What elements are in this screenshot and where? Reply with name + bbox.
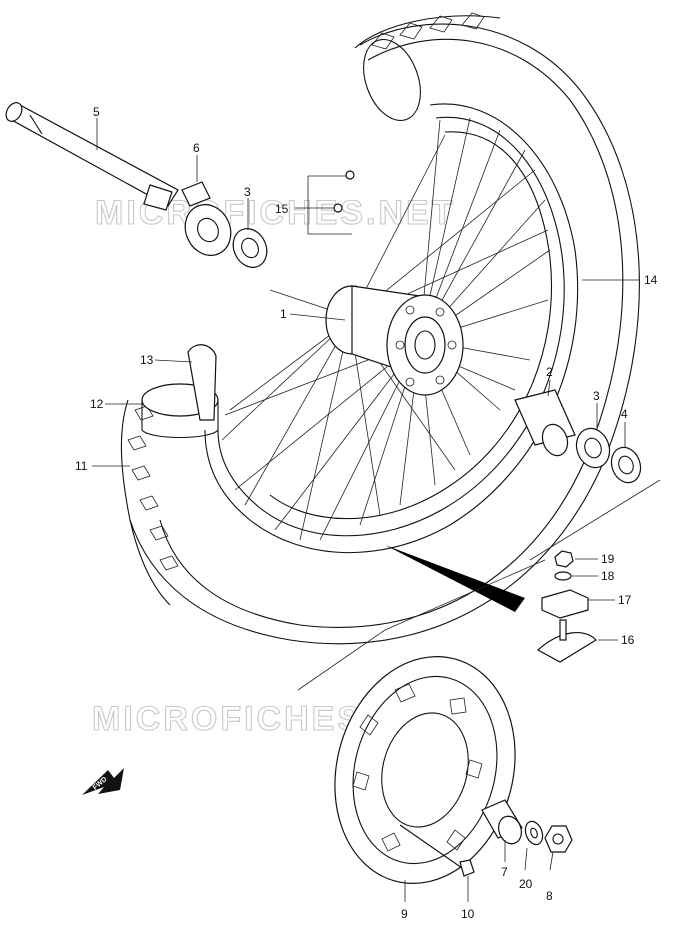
tire [120,12,640,645]
rim-band-and-valve [141,344,219,439]
rim-lock-block [541,589,589,619]
callout-9: 9 [401,907,408,921]
axle [5,102,179,211]
callout-20: 20 [519,877,533,891]
callout-2: 2 [546,365,553,379]
callout-11: 11 [75,459,88,473]
callout-numbers: 5 6 3 15 1 13 12 11 14 2 3 4 19 18 17 16… [75,105,658,921]
callout-5: 5 [93,105,100,119]
collar [481,799,523,845]
callout-16: 16 [621,633,635,647]
callout-13: 13 [140,353,154,367]
callout-7: 7 [501,865,508,879]
rim-lock [536,619,597,663]
rim-lock-washer [554,571,572,581]
callout-12: 12 [90,397,104,411]
callout-8: 8 [546,889,553,903]
axle-nut [544,825,573,853]
gear-box [181,181,232,256]
callout-3-upper: 3 [244,185,251,199]
fwd-arrow-icon: FWD [82,768,124,795]
leader-lines [92,118,661,902]
pointer-wedge [385,545,525,612]
callout-17: 17 [618,593,632,607]
oil-seal [610,446,642,484]
callout-18: 18 [601,569,615,583]
axle-washer [524,820,544,846]
hub [325,285,464,396]
callout-3-lower: 3 [593,389,600,403]
callout-19: 19 [601,552,615,566]
callout-14: 14 [644,273,658,287]
bearing-right [575,427,611,469]
callout-6: 6 [193,141,200,155]
rim-lock-nut [554,550,574,568]
bearing-left [232,228,268,268]
callout-4: 4 [621,407,628,421]
callout-10: 10 [461,907,475,921]
rim [204,103,579,554]
callout-1: 1 [280,307,287,321]
spacer-right [514,389,576,457]
brake-disc [334,656,516,884]
callout-15: 15 [275,202,289,216]
disc-bolt [399,824,475,877]
